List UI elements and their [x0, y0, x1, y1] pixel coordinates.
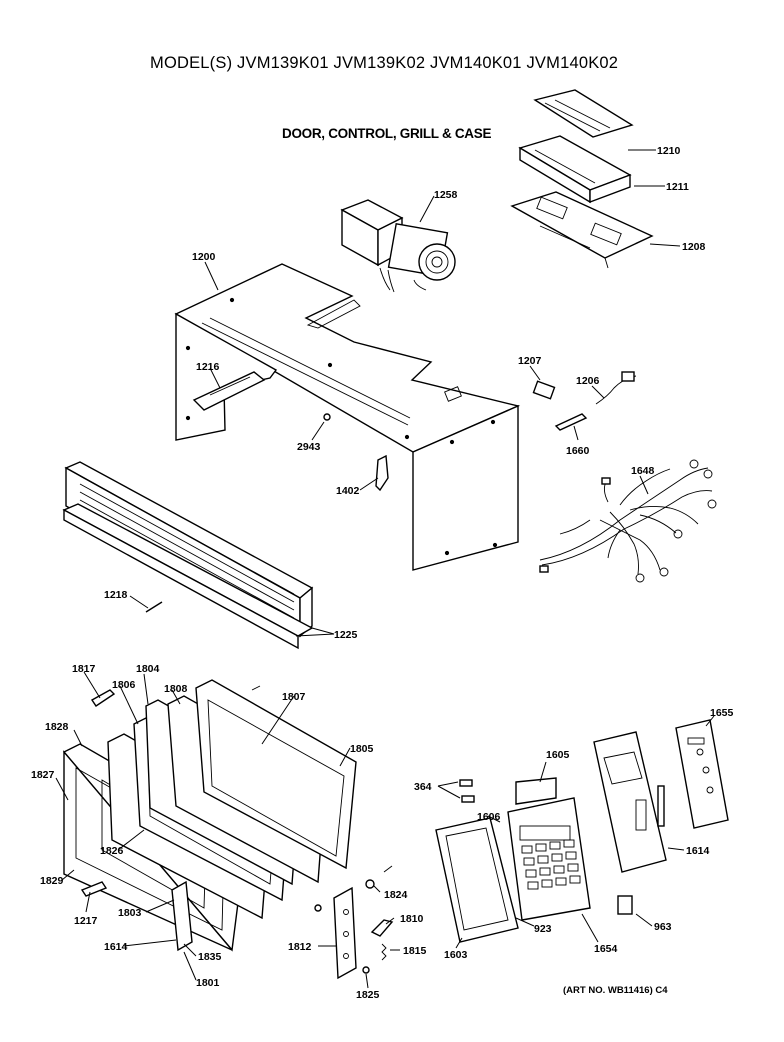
screw-1825: [362, 966, 370, 974]
screw-2943: [323, 413, 331, 421]
callout-1805: 1805: [350, 743, 374, 755]
callout-1827: 1827: [31, 769, 55, 781]
hinge-clip-1402: [375, 454, 389, 492]
callout-1825: 1825: [356, 989, 380, 1001]
latch-1817: [90, 689, 116, 707]
callout-1810: 1810: [400, 913, 424, 925]
callout-1614-board: 1614: [686, 845, 710, 857]
model-title: MODEL(S) JVM139K01 JVM139K02 JVM140K01 J…: [150, 54, 619, 72]
outer-case-part: [174, 263, 521, 571]
spring-1815: [381, 943, 387, 961]
callout-1826: 1826: [100, 845, 124, 857]
callout-1817: 1817: [72, 663, 96, 675]
power-cord-1206: [595, 371, 637, 405]
callout-1803: 1803: [118, 907, 142, 919]
wire-harness-1648: [539, 459, 717, 583]
callout-1210: 1210: [657, 145, 681, 157]
callout-1801: 1801: [196, 977, 220, 989]
callout-1655: 1655: [710, 707, 734, 719]
callout-1211: 1211: [666, 181, 689, 193]
switch-bracket-1812: [333, 886, 357, 980]
control-pcb-1655: [675, 719, 729, 829]
art-number: (ART NO. WB11416) C4: [563, 985, 668, 996]
vent-cover-part: [533, 89, 634, 138]
diagram-subtitle: DOOR, CONTROL, GRILL & CASE: [282, 126, 492, 141]
relay-963: [617, 895, 633, 915]
mounting-bracket-part: [192, 371, 266, 411]
callout-1225: 1225: [334, 629, 358, 641]
callout-2943: 2943: [297, 441, 321, 453]
callout-1824: 1824: [384, 889, 408, 901]
spacer-364: [459, 779, 475, 803]
screw-1824: [365, 865, 393, 889]
callout-364: 364: [414, 781, 432, 793]
callout-1402: 1402: [336, 485, 360, 497]
callout-1812: 1812: [288, 941, 312, 953]
callout-1606: 1606: [477, 811, 501, 823]
frame-1603: [435, 817, 519, 943]
callout-1835: 1835: [198, 951, 222, 963]
callout-1206: 1206: [576, 375, 600, 387]
callout-1207: 1207: [518, 355, 542, 367]
vent-bracket-part: [510, 191, 654, 269]
callout-1218: 1218: [104, 589, 128, 601]
touch-panel-1654: [507, 797, 591, 921]
callout-1806: 1806: [112, 679, 136, 691]
switch-1810: [370, 919, 394, 937]
fuse-1660: [554, 413, 588, 431]
callout-1258: 1258: [434, 189, 458, 201]
callout-1808: 1808: [164, 683, 188, 695]
callout-1200: 1200: [192, 251, 216, 263]
callout-1815: 1815: [403, 945, 427, 957]
hinge-1803: [171, 880, 193, 952]
window-1605: [515, 777, 557, 805]
callout-1829: 1829: [40, 875, 64, 887]
screw-1218: [145, 601, 163, 613]
callout-923: 923: [534, 923, 552, 935]
callout-1804: 1804: [136, 663, 160, 675]
callout-1828: 1828: [45, 721, 69, 733]
grill-1225: [62, 461, 314, 650]
control-board-1614: [593, 731, 667, 873]
callout-1614: 1614: [104, 941, 128, 953]
blower-motor-part: [340, 199, 456, 293]
door-frame-1805: [195, 679, 357, 870]
callout-1603: 1603: [444, 949, 468, 961]
callout-1208: 1208: [682, 241, 706, 253]
callout-963: 963: [654, 921, 672, 933]
latch-1217: [80, 881, 108, 897]
terminal-block-1207: [532, 380, 556, 400]
callout-1648: 1648: [631, 465, 655, 477]
callout-1605: 1605: [546, 749, 570, 761]
callout-1660: 1660: [566, 445, 590, 457]
vent-frame-part: [518, 135, 632, 204]
callout-1807: 1807: [282, 691, 306, 703]
callout-1217: 1217: [74, 915, 98, 927]
callout-1216: 1216: [196, 361, 220, 373]
callout-1654: 1654: [594, 943, 618, 955]
